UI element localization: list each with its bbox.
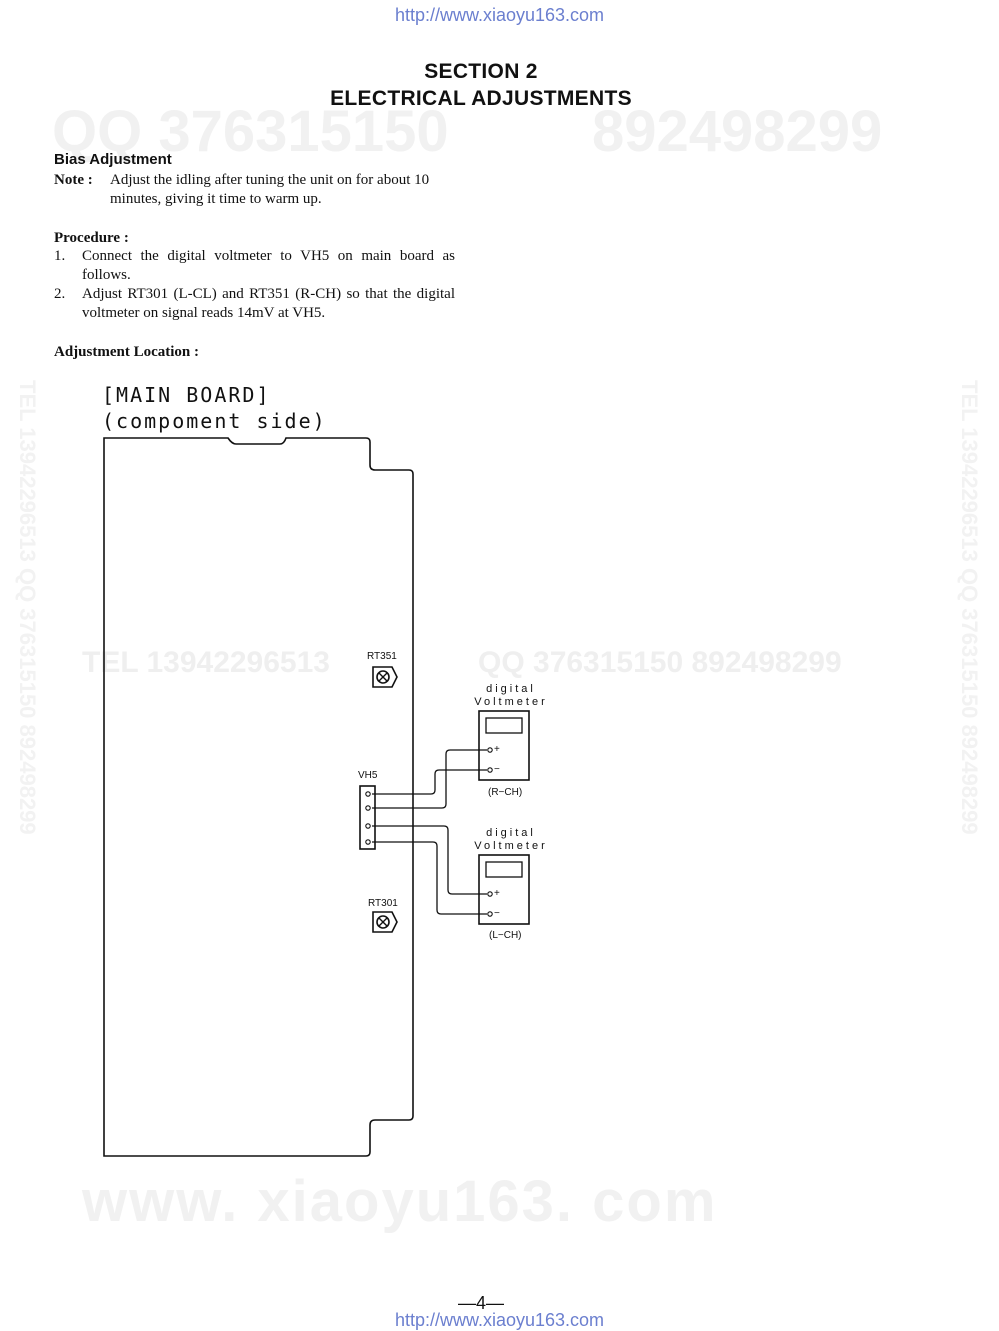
step-text: Connect the digital voltmeter to VH5 on … [82, 248, 455, 283]
note-line-1: Adjust the idling after tuning the unit … [110, 172, 430, 188]
step-number: 1. [54, 248, 66, 264]
voltmeter-l-ch-icon [478, 854, 530, 925]
footer-url-link[interactable]: http://www.xiaoyu163.com [394, 1310, 605, 1330]
watermark-vertical-left: TEL 13942296513 QQ 376315150 892498299 [15, 380, 40, 835]
vh5-connector-icon [359, 785, 376, 850]
procedure-heading: Procedure : [54, 230, 129, 246]
watermark-site: www. xiaoyu163. com [82, 1169, 718, 1234]
page-number: —4— [457, 1293, 504, 1313]
meter-bottom-minus: − [494, 908, 500, 919]
vh5-label: VH5 [358, 770, 378, 781]
voltmeter-r-ch-icon [478, 710, 530, 781]
meter-bottom-channel: (L−CH) [489, 930, 522, 941]
meter-bottom-line2: Voltmeter [474, 840, 548, 852]
watermark-qq-left: QQ 376315150 [52, 99, 449, 164]
note-label: Note : [54, 172, 93, 188]
board-title: [MAIN BOARD] [102, 383, 271, 407]
step-text: Adjust RT301 (L-CL) and RT351 (R-CH) so … [82, 286, 455, 321]
meter-top-minus: − [494, 764, 500, 775]
section-number: SECTION 2 [424, 60, 538, 83]
watermark-tel-mid: TEL 13942296513 [82, 646, 330, 679]
note-text: Adjust the idling after tuning the unit … [110, 171, 460, 209]
procedure-step-2: 2. Adjust RT301 (L-CL) and RT351 (R-CH) … [54, 285, 455, 323]
step-number: 2. [54, 286, 66, 302]
bias-heading: Bias Adjustment [54, 151, 172, 168]
meter-bottom-line1: digital [486, 827, 536, 839]
adjustment-location-heading: Adjustment Location : [54, 344, 199, 360]
procedure-step-1: 1. Connect the digital voltmeter to VH5 … [54, 247, 455, 285]
watermark-qq-mid: QQ 376315150 892498299 [478, 646, 842, 679]
board-subtitle: (compoment side) [102, 409, 327, 433]
board-outline [103, 437, 414, 1157]
watermark-qq-right: 892498299 [592, 99, 883, 164]
note-line-2: minutes, giving it time to warm up. [110, 191, 322, 207]
rt301-trimmer-icon [372, 911, 398, 933]
meter-bottom-plus: + [494, 888, 500, 899]
meter-top-channel: (R−CH) [488, 787, 523, 798]
meter-top-line1: digital [486, 683, 536, 695]
section-name: ELECTRICAL ADJUSTMENTS [330, 87, 632, 110]
rt351-trimmer-icon [372, 666, 398, 688]
meter-top-plus: + [494, 744, 500, 755]
header-url-link[interactable]: http://www.xiaoyu163.com [394, 5, 605, 25]
meter-top-line2: Voltmeter [474, 696, 548, 708]
rt351-label: RT351 [367, 651, 397, 662]
section-title: SECTION 2 ELECTRICAL ADJUSTMENTS [0, 58, 962, 112]
rt301-label: RT301 [368, 898, 398, 909]
watermark-vertical-right: TEL 13942296513 QQ 376315150 892498299 [957, 380, 982, 835]
